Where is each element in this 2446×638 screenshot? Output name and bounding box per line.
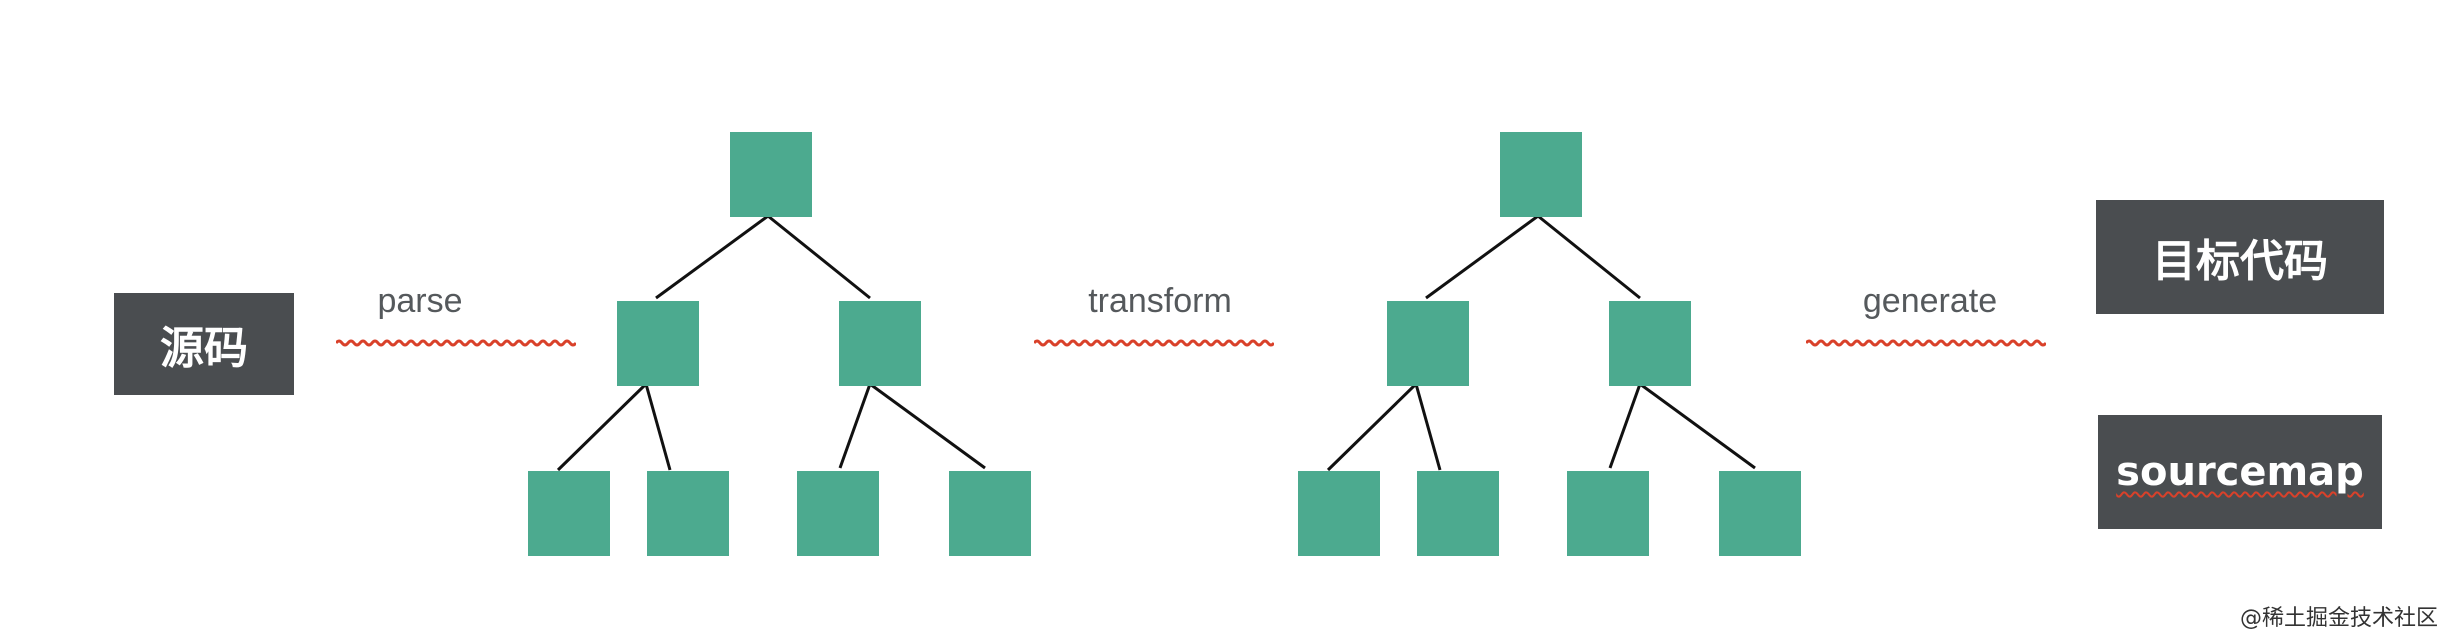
tree-node (1609, 301, 1691, 386)
transform-underline-path (1034, 339, 1274, 347)
tree-node (1719, 471, 1801, 556)
target-code-label: 目标代码 (2152, 236, 2328, 287)
tree-edge (644, 383, 672, 471)
sourcemap-label: sourcemap (2116, 449, 2364, 495)
tree-node (1387, 301, 1469, 386)
tree-node (1500, 132, 1582, 217)
tree-node (647, 471, 729, 556)
source-code-label: 源码 (160, 323, 248, 374)
tree-edge (1425, 214, 1539, 300)
generate-label: generate (1862, 282, 1998, 320)
tree-node (839, 301, 921, 386)
generate-underline-path (1806, 339, 2046, 347)
tree-transform-result (1298, 132, 1801, 556)
tree-edge (1326, 382, 1418, 472)
parse-underline (336, 339, 576, 347)
tree-node (528, 471, 610, 556)
tree-edge (767, 214, 871, 300)
watermark: @稀土掘金技术社区 (2239, 606, 2438, 631)
tree-node (797, 471, 879, 556)
parse-underline-path (336, 339, 576, 347)
parse-label: parse (377, 282, 463, 320)
tree-node (1567, 471, 1649, 556)
transform-label: transform (1088, 282, 1232, 320)
tree-node (730, 132, 812, 217)
generate-underline (1806, 339, 2046, 347)
tree-edge (1639, 382, 1756, 470)
tree-edge (1608, 383, 1642, 469)
tree-edge (556, 382, 648, 472)
sourcemap-box: sourcemap (2098, 415, 2382, 529)
transform-underline (1034, 339, 1274, 347)
tree-edge (1537, 214, 1641, 300)
tree-edge (869, 382, 986, 470)
tree-node (1417, 471, 1499, 556)
tree-node (1298, 471, 1380, 556)
tree-node (617, 301, 699, 386)
tree-edge (838, 383, 872, 469)
source-code-box: 源码 (114, 293, 294, 395)
target-code-box: 目标代码 (2096, 200, 2384, 314)
tree-edge (1414, 383, 1442, 471)
tree-node (949, 471, 1031, 556)
tree-parse-result (528, 132, 1031, 556)
tree-edge (655, 214, 769, 300)
